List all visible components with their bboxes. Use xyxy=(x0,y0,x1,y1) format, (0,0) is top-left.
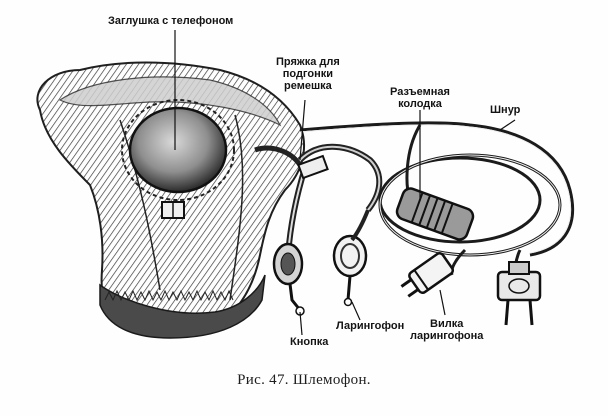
leader-lines xyxy=(174,30,516,336)
label-connector-line2: колодка xyxy=(398,98,442,110)
label-connector: Разъемная колодка xyxy=(390,86,450,110)
cord-plug xyxy=(496,261,542,326)
label-telephone-plug: Заглушка с телефоном xyxy=(108,15,234,27)
helmet-headset-illustration xyxy=(36,30,575,339)
laryngophone-capsule-right xyxy=(332,234,368,278)
label-laryngophone: Ларингофон xyxy=(336,320,405,332)
earphone-cup xyxy=(128,106,228,194)
split-connector xyxy=(395,187,475,241)
label-buckle-line2: подгонки xyxy=(282,68,334,80)
label-buckle: Пряжка для подгонки ремешка xyxy=(276,56,340,92)
label-button: Кнопка xyxy=(290,336,329,348)
helmet xyxy=(36,61,305,339)
label-connector-line1: Разъемная xyxy=(390,86,450,98)
label-cord: Шнур xyxy=(490,104,521,116)
label-buckle-line1: Пряжка для xyxy=(276,56,340,68)
label-laryngophone-plug: Вилка ларингофона xyxy=(410,318,483,342)
label-plug-line2: ларингофона xyxy=(410,330,484,342)
label-plug-line1: Вилка xyxy=(430,318,464,330)
figure-caption: Рис. 47. Шлемофон. xyxy=(237,372,371,388)
laryngophone-assembly xyxy=(272,143,383,316)
laryngophone-plug xyxy=(400,252,455,298)
cord xyxy=(299,121,575,281)
label-buckle-line3: ремешка xyxy=(284,80,332,92)
